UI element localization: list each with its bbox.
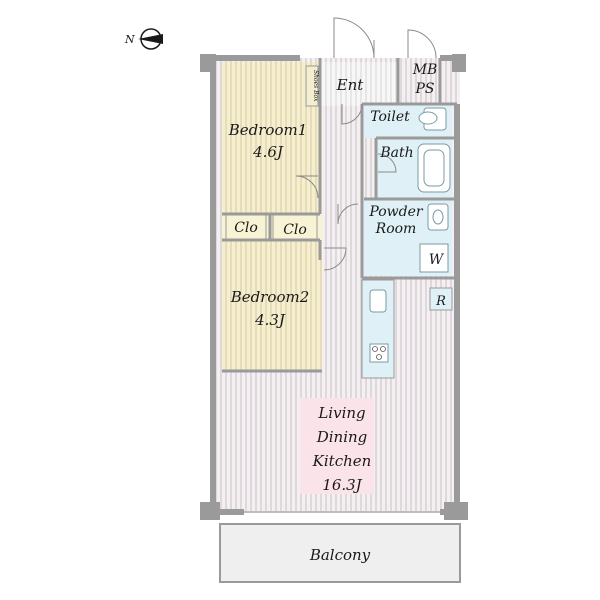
ldk-size: 16.3J: [322, 476, 362, 494]
bedroom2-name: Bedroom2: [230, 288, 310, 306]
bath-door-icon: [377, 153, 397, 173]
entrance-label: Ent: [336, 76, 365, 94]
ldk-label-bg: [300, 398, 374, 494]
shoe-box: [305, 65, 319, 107]
powder-label-line1: Powder: [368, 204, 424, 220]
compass: N: [124, 28, 163, 50]
closet-a-label: Clo: [234, 220, 258, 236]
bedroom2-door-icon: [323, 247, 347, 271]
shoe-box-label: Shoes Box: [312, 70, 319, 102]
toilet-label: Toilet: [370, 109, 410, 125]
toilet-door-icon: [341, 103, 363, 125]
corner-post: [444, 502, 468, 520]
closet-b-box: [272, 214, 318, 240]
toilet-bowl-icon: [418, 111, 438, 125]
door-swings: [295, 17, 437, 271]
bedroom1-size: 4.6J: [252, 143, 284, 161]
washbasin-icon: [427, 203, 449, 231]
closet-b-label: Clo: [283, 222, 307, 238]
bedroom1-door-icon: [295, 175, 319, 199]
bathtub-icon: [417, 143, 451, 193]
compass-arrow-icon: [138, 34, 163, 44]
washer-label: W: [429, 252, 445, 268]
corner-post: [200, 54, 216, 72]
bath-label: Bath: [379, 145, 413, 161]
corner-post: [452, 54, 466, 72]
refrigerator-label: R: [435, 294, 446, 309]
bedroom1-floor: [222, 62, 322, 214]
washer-box: [419, 243, 449, 273]
bedroom2-size: 4.3J: [254, 311, 286, 329]
stove-icon: [369, 343, 389, 363]
closet-a-box: [225, 214, 267, 240]
powder-door-icon: [337, 203, 359, 225]
ps-label: PS: [414, 81, 434, 97]
mb-door-icon: [407, 29, 437, 59]
balcony-label: Balcony: [309, 546, 371, 564]
mb-label: MB: [412, 62, 438, 78]
powder-label-line2: Room: [375, 221, 417, 237]
ldk-line1: Living: [317, 404, 365, 422]
compass-north-label: N: [124, 33, 135, 46]
ldk-line2: Dining: [316, 428, 368, 446]
ldk-line3: Kitchen: [312, 452, 372, 470]
entry-door-icon: [333, 17, 375, 59]
inner-walls: [222, 58, 457, 373]
kitchen-sink-icon: [369, 289, 387, 313]
bedroom1-name: Bedroom1: [228, 121, 308, 139]
corner-post: [200, 502, 220, 520]
bedroom2-floor: [222, 240, 322, 370]
balcony-floor: [219, 523, 461, 583]
entrance-floor: [318, 62, 398, 106]
refrigerator-box: [429, 287, 453, 311]
